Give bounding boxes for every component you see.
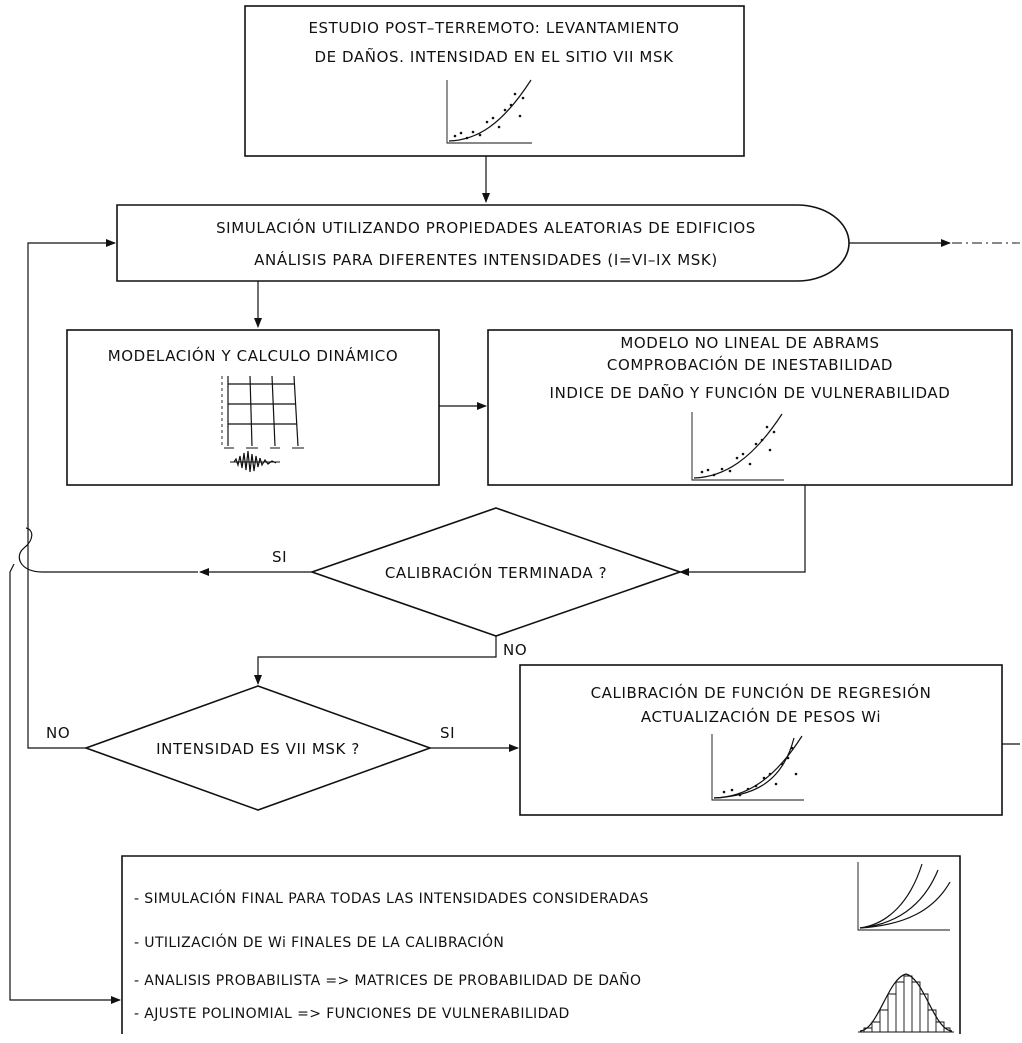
final-item-1: - SIMULACIÓN FINAL PARA TODAS LAS INTENS… [134, 889, 649, 907]
abrams-line3: INDICE DE DAÑO Y FUNCIÓN DE VULNERABILID… [550, 383, 951, 402]
final-item-4: - AJUSTE POLINOMIAL => FUNCIONES DE VULN… [134, 1006, 570, 1022]
post-earthquake-line1: ESTUDIO POST–TERREMOTO: LEVANTAMIENTO [308, 19, 679, 37]
abrams-line1: MODELO NO LINEAL DE ABRAMS [620, 334, 879, 352]
vulnerability-curves-icon [857, 862, 951, 931]
seismic-accelerogram-icon [230, 450, 280, 473]
scatter-fit-plot-icon [446, 79, 532, 144]
intensity-check-text: INTENSIDAD ES VII MSK ? [156, 740, 360, 758]
intensity-no-label: NO [46, 724, 70, 742]
calibration-yes-label: SI [272, 548, 287, 566]
simulation-line1: SIMULACIÓN UTILIZANDO PROPIEDADES ALEATO… [216, 218, 756, 237]
modeling-line1: MODELACIÓN Y CALCULO DINÁMICO [108, 346, 399, 365]
calibration-finished-decision: CALIBRACIÓN TERMINADA ? SI NO [272, 507, 683, 659]
final-item-3: - ANALISIS PROBABILISTA => MATRICES DE P… [134, 972, 641, 989]
intensity-yes-label: SI [440, 724, 455, 742]
simulation-box: SIMULACIÓN UTILIZANDO PROPIEDADES ALEATO… [116, 204, 850, 282]
final-simulation-box: - SIMULACIÓN FINAL PARA TODAS LAS INTENS… [121, 855, 961, 1034]
intensity-check-decision: INTENSIDAD ES VII MSK ? SI NO [46, 685, 455, 811]
final-item-2: - UTILIZACIÓN DE Wi FINALES DE LA CALIBR… [134, 933, 504, 951]
regression-line2: ACTUALIZACIÓN DE PESOS Wi [641, 707, 881, 726]
scatter-fit-plot-icon [691, 412, 784, 481]
calibration-no-label: NO [503, 641, 527, 659]
post-earthquake-line2: DE DAÑOS. INTENSIDAD EN EL SITIO VII MSK [314, 47, 674, 66]
building-frame-icon [221, 375, 304, 449]
regression-line1: CALIBRACIÓN DE FUNCIÓN DE REGRESIÓN [591, 683, 932, 702]
scatter-fit-plot-icon [711, 734, 804, 801]
regression-calibration-box: CALIBRACIÓN DE FUNCIÓN DE REGRESIÓN ACTU… [519, 664, 1003, 816]
abrams-model-box: MODELO NO LINEAL DE ABRAMS COMPROBACIÓN … [487, 329, 1013, 486]
simulation-line2: ANÁLISIS PARA DIFERENTES INTENSIDADES (I… [254, 250, 718, 269]
post-earthquake-study-box: ESTUDIO POST–TERREMOTO: LEVANTAMIENTO DE… [244, 5, 745, 157]
abrams-line2: COMPROBACIÓN DE INESTABILIDAD [607, 355, 893, 374]
probability-histogram-icon [858, 973, 954, 1033]
modeling-box: MODELACIÓN Y CALCULO DINÁMICO [66, 329, 440, 486]
calibration-finished-text: CALIBRACIÓN TERMINADA ? [385, 563, 607, 582]
